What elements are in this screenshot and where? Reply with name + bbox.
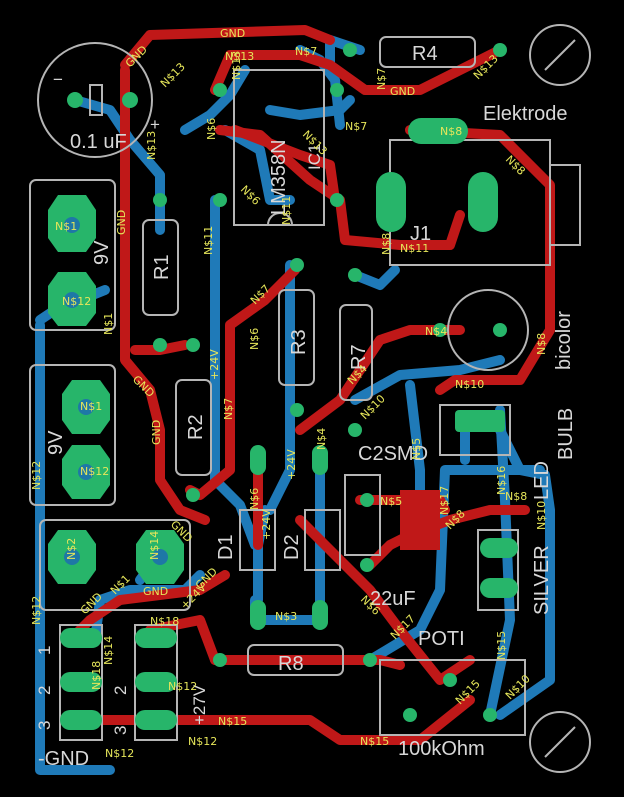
battery-mid-label: 9V <box>45 430 67 455</box>
r2-label: R2 <box>185 414 207 440</box>
net-label: N$18 <box>150 615 179 628</box>
svg-text:−: − <box>53 70 63 89</box>
net-label: N$4 <box>425 325 447 338</box>
net-label: N$11 <box>280 196 293 225</box>
net-label: N$7 <box>375 68 388 90</box>
net-label: N$12 <box>188 735 217 748</box>
net-label: GND <box>220 27 245 40</box>
header-pin3-label: 3 <box>35 721 54 730</box>
net-label: GND <box>143 585 168 598</box>
net-label: N$8 <box>440 125 462 138</box>
poti-value-label: 100kOhm <box>398 738 485 760</box>
net-label: N$4 <box>315 428 328 450</box>
net-label: N$14 <box>102 636 115 665</box>
net-label: N$11 <box>202 226 215 255</box>
net-label: N$6 <box>248 488 261 510</box>
net-label: N$17 <box>438 486 451 515</box>
net-label: N$6 <box>248 328 261 350</box>
silkscreen: − + <box>29 24 591 773</box>
net-label: N$13 <box>230 51 243 80</box>
r3-label: R3 <box>288 329 310 355</box>
net-label: N$10 <box>455 378 484 391</box>
r1-label: R1 <box>151 254 173 280</box>
bulb-label: BULB <box>555 408 577 460</box>
net-label: N$13 <box>225 50 254 63</box>
net-label: N$8 <box>505 490 527 503</box>
header-pin2-label: 2 <box>35 686 54 695</box>
r7-label: R7 <box>348 344 370 370</box>
electrode-label: Elektrode <box>483 103 568 125</box>
pads <box>48 43 518 730</box>
d1-label: D1 <box>215 534 237 560</box>
battery-top-label: 9V <box>91 240 113 265</box>
ic-part-label: LM358N <box>268 139 290 215</box>
c2-value-label: 22uF <box>370 588 416 610</box>
silver-label: SILVER <box>531 545 553 615</box>
net-label: GND <box>150 420 163 445</box>
ic-ref-label: IC1 <box>305 144 324 170</box>
net-label: N$10 <box>535 501 548 530</box>
net-label: N$15 <box>495 631 508 660</box>
net-label: +24V <box>285 449 298 480</box>
net-label: N$13 <box>158 60 188 90</box>
net-label: N$13 <box>145 131 158 160</box>
led-label: LED <box>531 461 553 500</box>
net-label: GND <box>115 210 128 235</box>
net-label: N$1 <box>102 313 115 335</box>
cap-value-label: 0.1 uF <box>70 131 127 153</box>
svg-text:+: + <box>150 115 160 134</box>
net-label: N$12 <box>105 747 134 760</box>
net-label: N$6 <box>205 118 218 140</box>
component-labels: 0.1 uF R1 R2 R3 R7 R4 R8 LM358N IC1 D1 D… <box>35 43 577 770</box>
net-label: N$12 <box>80 465 109 478</box>
v27-label: +27V <box>190 684 209 725</box>
net-label: N$15 <box>360 735 389 748</box>
net-label: N$12 <box>168 680 197 693</box>
net-label: N$7 <box>295 45 317 58</box>
net-label: +24V <box>260 509 273 540</box>
header2-pin2-label: 2 <box>111 686 130 695</box>
net-label: N$3 <box>275 610 297 623</box>
gnd-label: -GND <box>38 748 89 770</box>
net-label: GND <box>390 85 415 98</box>
net-label: N$8 <box>535 333 548 355</box>
net-label: +24V <box>208 349 221 380</box>
r4-label: R4 <box>412 43 438 65</box>
net-label: N$12 <box>30 461 43 490</box>
net-label: N$12 <box>62 295 91 308</box>
net-label: N$5 <box>380 495 402 508</box>
net-label: N$1 <box>55 220 77 233</box>
r8-label: R8 <box>278 653 304 675</box>
net-label: N$12 <box>30 596 43 625</box>
poti-label: POTI <box>418 628 465 650</box>
net-label: N$5 <box>410 438 423 460</box>
net-label: N$7 <box>345 120 367 133</box>
net-label: N$18 <box>90 661 103 690</box>
bicolor-label: bicolor <box>553 311 575 370</box>
net-label: N$8 <box>380 233 393 255</box>
header-pin1-label: 1 <box>35 646 54 655</box>
net-label: N$7 <box>222 398 235 420</box>
net-label: N$14 <box>148 531 161 560</box>
net-label: N$16 <box>495 466 508 495</box>
net-label: N$1 <box>80 400 102 413</box>
net-labels: GND GND N$13 N$13 N$13 N$7 GND N$7 N$7 N… <box>30 27 548 760</box>
net-label: N$6 <box>238 183 263 208</box>
header2-pin3-label: 3 <box>111 726 130 735</box>
net-label: N$15 <box>218 715 247 728</box>
c2-label: C2SMD <box>358 443 428 465</box>
net-label: N$11 <box>400 242 429 255</box>
j1-label: J1 <box>410 223 431 245</box>
d2-label: D2 <box>281 534 303 560</box>
net-label: N$2 <box>65 538 78 560</box>
